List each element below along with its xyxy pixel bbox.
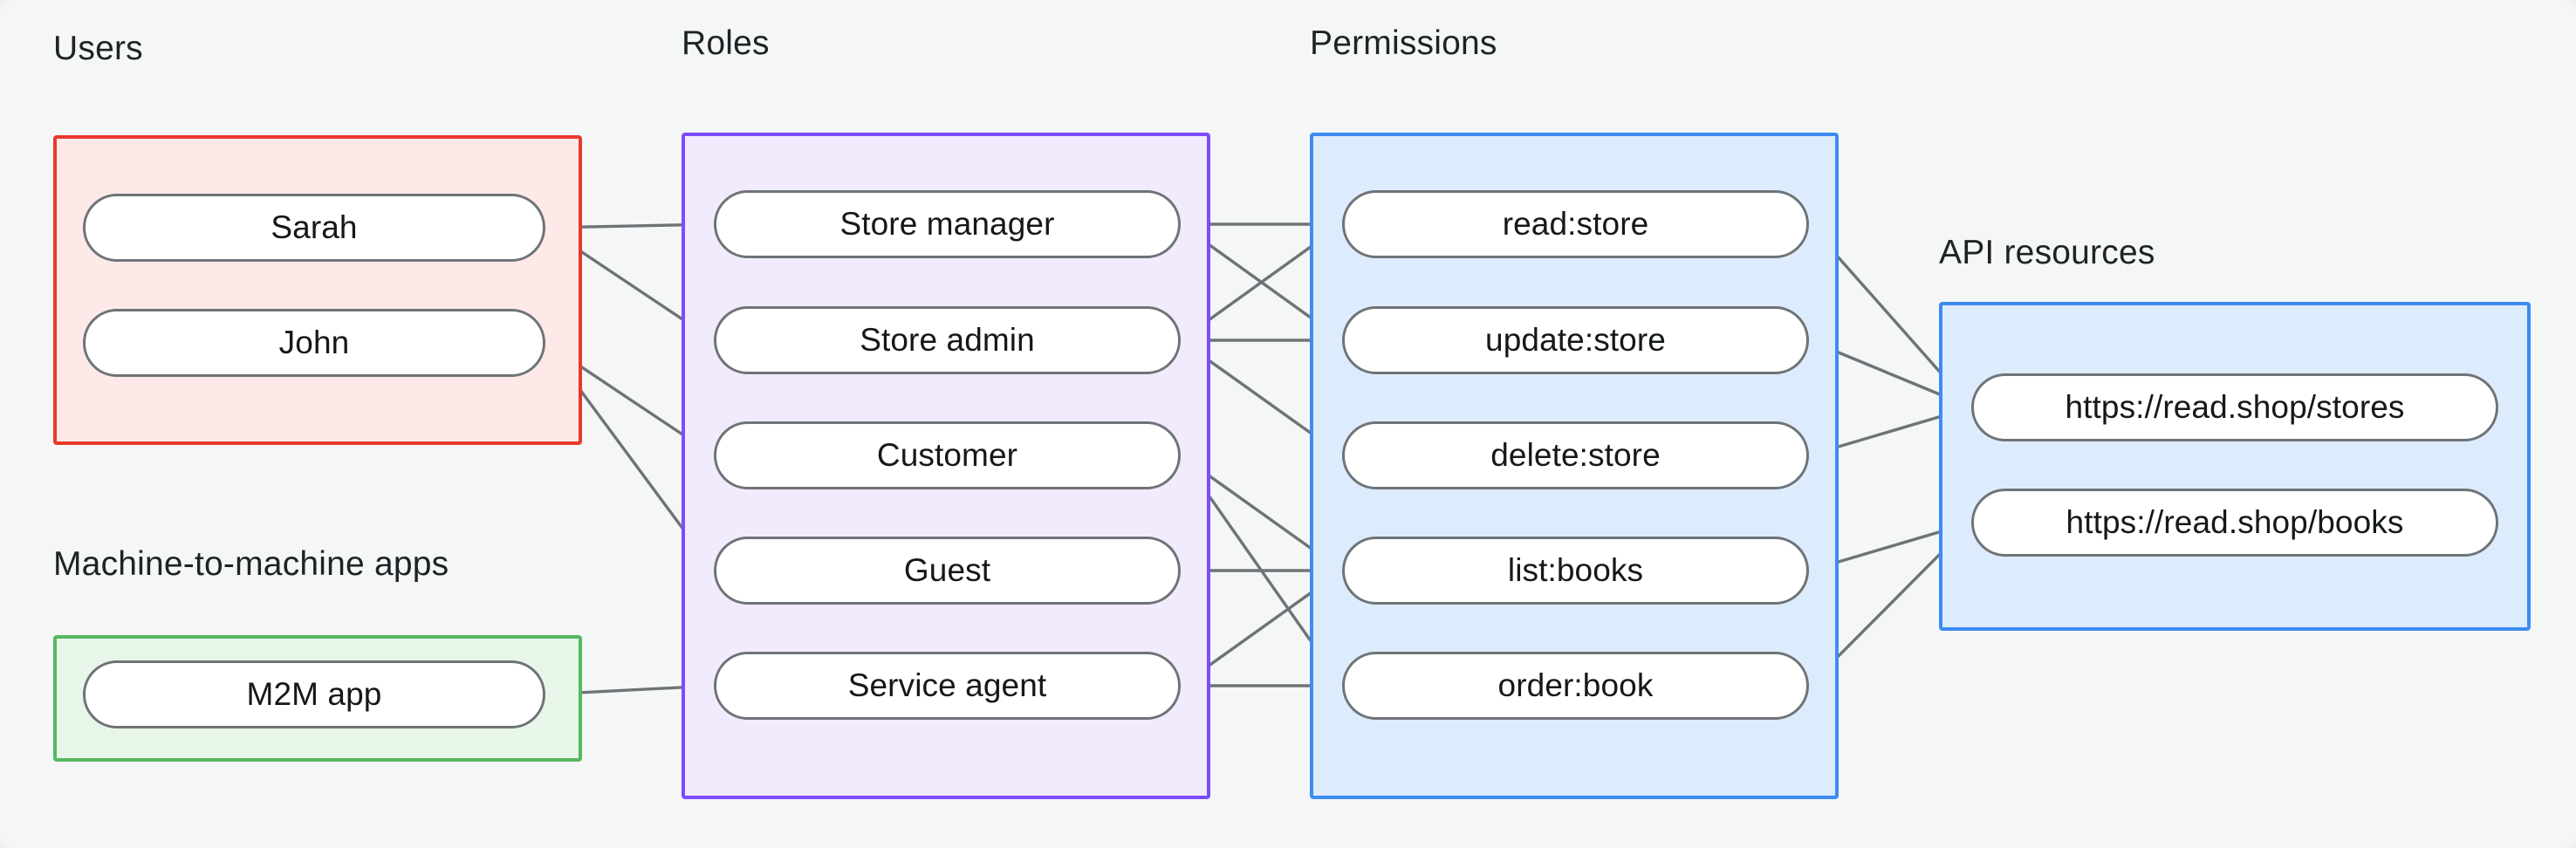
node-label-order_book: order:book: [1497, 667, 1654, 703]
node-label-guest: Guest: [903, 552, 991, 588]
node-label-res_stores: https://read.shop/stores: [2065, 389, 2405, 425]
node-label-update_store: update:store: [1485, 322, 1666, 358]
node-update_store[interactable]: update:store: [1342, 306, 1809, 374]
node-label-res_books: https://read.shop/books: [2066, 504, 2404, 540]
node-service_agent[interactable]: Service agent: [714, 652, 1181, 720]
group-title-m2m: Machine-to-machine apps: [53, 545, 449, 583]
node-label-sarah: Sarah: [271, 209, 358, 245]
node-john[interactable]: John: [83, 309, 545, 377]
group-title-users: Users: [53, 30, 143, 67]
node-res_stores[interactable]: https://read.shop/stores: [1971, 373, 2498, 441]
node-guest[interactable]: Guest: [714, 537, 1181, 605]
node-label-service_agent: Service agent: [847, 667, 1047, 703]
node-store_manager[interactable]: Store manager: [714, 190, 1181, 258]
group-title-api: API resources: [1939, 234, 2155, 271]
node-list_books[interactable]: list:books: [1342, 537, 1809, 605]
node-store_admin[interactable]: Store admin: [714, 306, 1181, 374]
node-read_store[interactable]: read:store: [1342, 190, 1809, 258]
node-order_book[interactable]: order:book: [1342, 652, 1809, 720]
group-title-roles: Roles: [682, 24, 770, 62]
node-res_books[interactable]: https://read.shop/books: [1971, 489, 2498, 557]
node-label-john: John: [278, 325, 350, 360]
group-box-users: [53, 135, 582, 445]
node-delete_store[interactable]: delete:store: [1342, 421, 1809, 489]
node-sarah[interactable]: Sarah: [83, 194, 545, 262]
node-label-customer: Customer: [876, 437, 1018, 473]
node-label-store_admin: Store admin: [860, 322, 1035, 358]
group-box-api: [1939, 302, 2531, 631]
group-title-permissions: Permissions: [1310, 24, 1497, 62]
node-m2mapp[interactable]: M2M app: [83, 660, 545, 728]
node-customer[interactable]: Customer: [714, 421, 1181, 489]
node-label-m2mapp: M2M app: [246, 676, 382, 712]
node-label-store_manager: Store manager: [839, 206, 1055, 242]
node-label-list_books: list:books: [1507, 552, 1644, 588]
node-label-read_store: read:store: [1502, 206, 1649, 242]
node-label-delete_store: delete:store: [1490, 437, 1661, 473]
